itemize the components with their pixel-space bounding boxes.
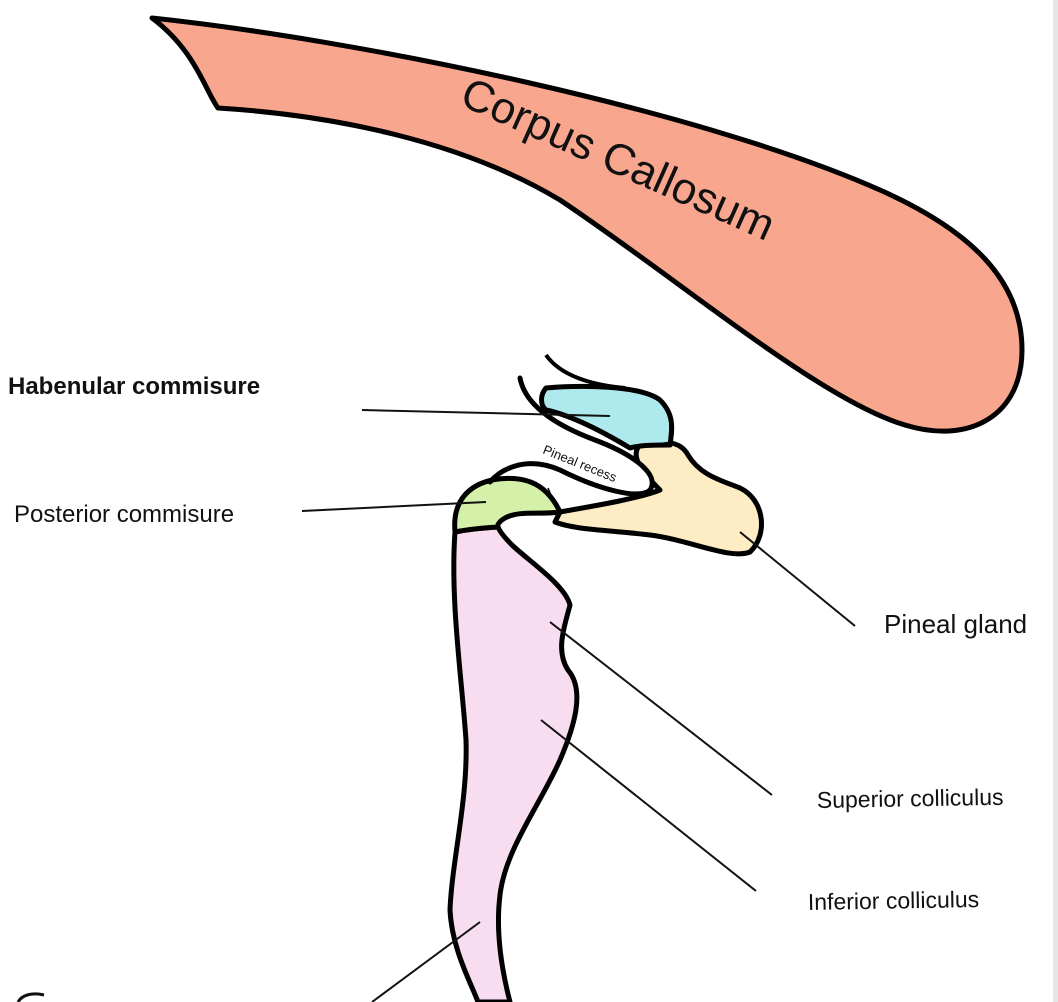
divider-pc-pg	[547, 487, 561, 513]
tectum-shape	[447, 524, 580, 1002]
habenular-commissure-shape	[539, 383, 675, 451]
habenular-curl	[544, 353, 626, 390]
superior-colliculus-label: Superior colliculus	[817, 784, 1004, 813]
pineal-recess-shape	[487, 375, 655, 497]
posterior-commissure-shape	[452, 475, 563, 535]
leader-inferior	[540, 719, 757, 892]
corpus-callosum-shape	[149, 15, 1025, 434]
divider-pc-tectum	[454, 526, 499, 533]
pineal-gland-shape	[552, 439, 764, 557]
posterior-commissure-label: Posterior commisure	[14, 501, 234, 528]
divider-hc-pg	[629, 441, 673, 449]
pineal-gland-label: Pineal gland	[884, 609, 1027, 639]
leader-bottom	[371, 921, 481, 1002]
habenular-commissure-label: Habenular commisure	[8, 373, 260, 400]
partial-circle-bottom-left	[16, 992, 45, 1002]
inferior-colliculus-label: Inferior colliculus	[808, 886, 980, 915]
leader-superior	[549, 621, 773, 796]
leader-posterior	[301, 501, 487, 512]
right-edge-strip	[1053, 0, 1058, 1002]
leader-pineal-gland	[739, 531, 856, 627]
leader-habenular	[361, 409, 611, 417]
